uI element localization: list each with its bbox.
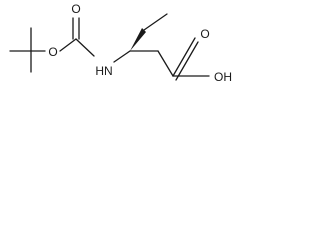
acid-carbonyl-oxygen-label: O <box>200 27 209 41</box>
acid-hydroxyl-label: OH <box>214 70 232 84</box>
bond-oxygen-to-carbonyl-carbon <box>59 38 77 52</box>
bond-carbonyl-carbon-to-nh <box>75 38 95 57</box>
carboxylic-acid-group <box>172 37 210 81</box>
bond-nh-to-stereocenter <box>113 50 131 63</box>
bond-acid-carbon-to-carbonyl-1 <box>172 37 196 77</box>
bond-ethyl-chain <box>143 13 168 31</box>
carbamate-group <box>59 17 95 57</box>
ester-oxygen-label: O <box>48 45 57 59</box>
molecule-diagram: O O HN O OH <box>9 2 232 84</box>
carbonyl-oxygen-label: O <box>71 2 80 16</box>
tert-butyl-group <box>9 27 46 73</box>
chemical-structure-canvas: O O HN O OH <box>0 0 298 104</box>
wedge-bond-ethyl <box>130 28 146 51</box>
bond-acid-carbon-to-carbonyl-2 <box>175 41 199 81</box>
amine-label: HN <box>95 64 112 78</box>
backbone <box>113 13 174 77</box>
bond-ch2-to-acid-carbon <box>157 50 174 77</box>
